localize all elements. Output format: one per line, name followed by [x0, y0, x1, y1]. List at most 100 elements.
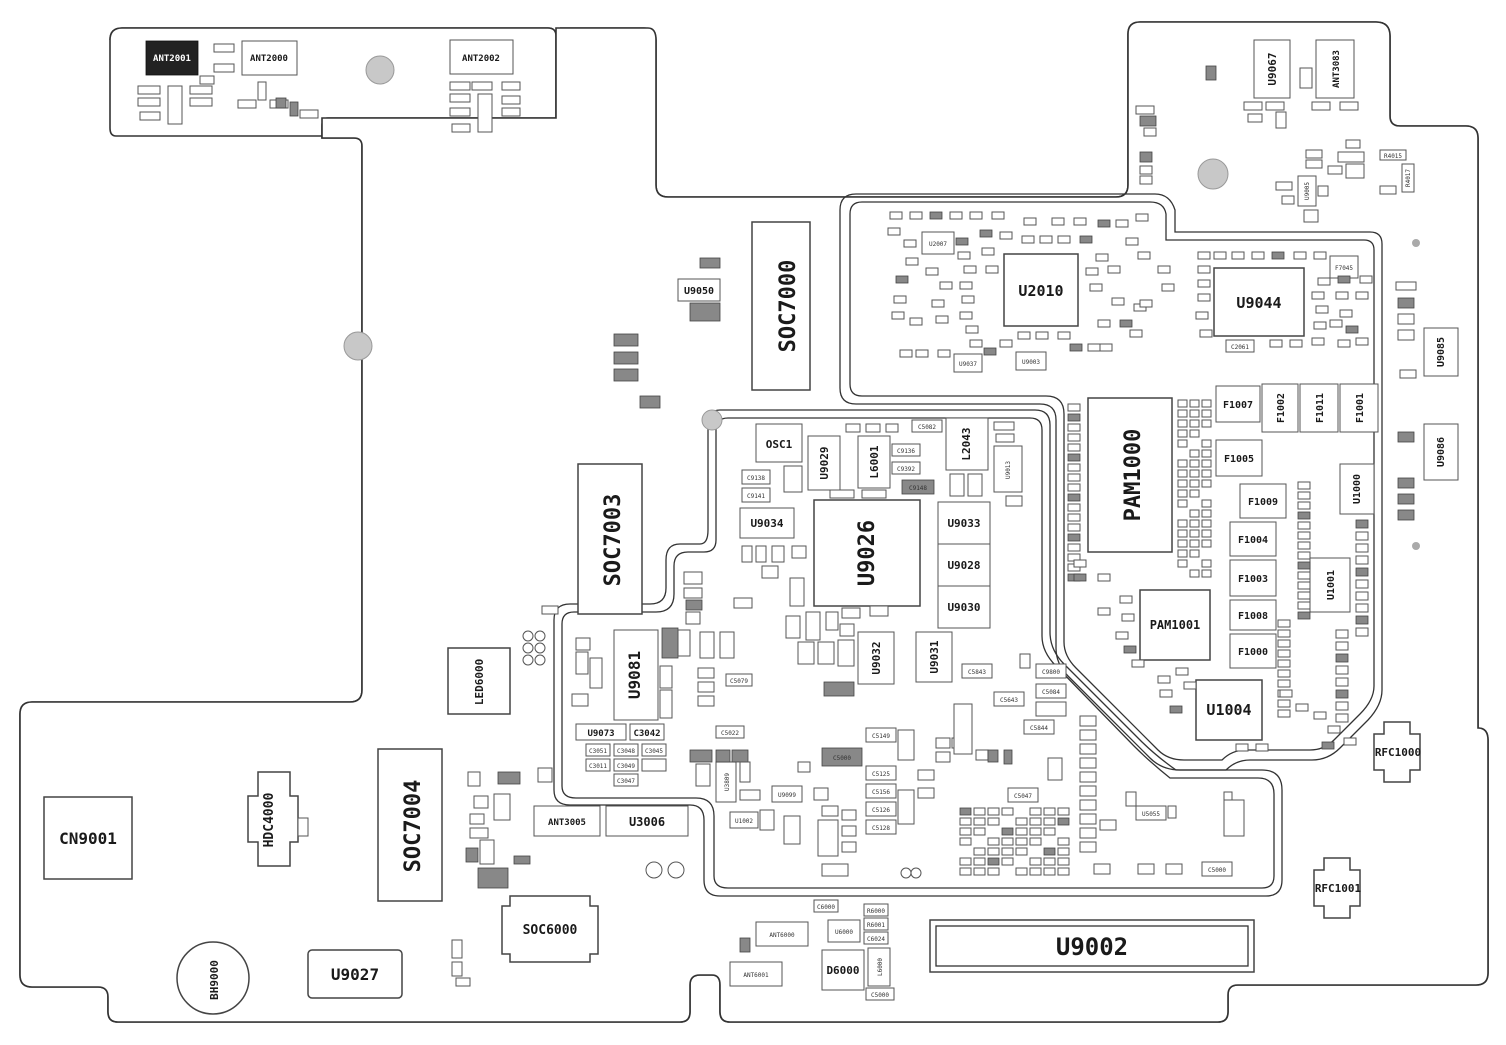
passive-component: [1201, 439, 1212, 448]
svg-text:C3011: C3011: [589, 763, 607, 770]
c5844-part: [1023, 719, 1055, 735]
u9034-label: U9034: [750, 517, 783, 530]
f1002-part: [1261, 383, 1299, 433]
u9003-chip: [1015, 351, 1047, 371]
passive-component: [1177, 459, 1188, 468]
ant3005-block: [533, 805, 601, 837]
passive-component: [1085, 267, 1099, 276]
c5047-part: [1007, 787, 1039, 803]
passive-component: [1099, 343, 1113, 352]
u5055-label: U5055: [1142, 811, 1160, 818]
passive-component: [1067, 503, 1081, 512]
passive-component: [1355, 531, 1369, 541]
passive-component: [1337, 275, 1351, 284]
passive-component: [1073, 559, 1087, 568]
c6024-part: [863, 931, 889, 945]
passive-component: [1359, 275, 1373, 284]
marker-dot: [1412, 542, 1420, 550]
u9029-chip: [807, 435, 841, 491]
u9050-label: U9050: [684, 286, 714, 297]
u9002-inner: [935, 925, 1249, 967]
u9026-chip: [813, 499, 921, 607]
passive-component: [1097, 219, 1111, 228]
c5643b-part: [1035, 701, 1067, 717]
small-part: [451, 961, 463, 977]
passive-component: [1201, 529, 1212, 538]
svg-text:C3048: C3048: [617, 748, 635, 755]
u9081-chip: [613, 629, 659, 721]
l2043-part: [945, 417, 989, 471]
f7045-label: F7045: [1335, 265, 1353, 272]
passive-component: [1197, 279, 1211, 288]
passive-component: [1189, 399, 1200, 408]
marker-dot: [1412, 239, 1420, 247]
c30xx-grid: C3051 C3048 C3045 C3011 C3049 C3047: [585, 743, 667, 787]
passive-component: [959, 281, 973, 290]
passive-component: [1297, 601, 1311, 610]
passive-component: [891, 311, 905, 320]
ant6001-block: [729, 961, 783, 987]
dark-part: [699, 257, 721, 269]
passive-component: [1317, 277, 1331, 286]
l2043-label: L2043: [960, 427, 973, 460]
f1001-label: F1001: [1355, 393, 1366, 423]
passive-component: [1251, 251, 1265, 260]
u9028-chip: [937, 543, 991, 587]
passive-component: [1057, 807, 1070, 816]
cn9001-label: CN9001: [59, 829, 117, 848]
dark-part: [689, 302, 721, 322]
c5128-label: C5128: [872, 825, 890, 832]
passive-component: [1297, 521, 1311, 530]
passive-component: [1335, 653, 1349, 663]
passive-component: [1329, 319, 1343, 328]
u9035-chip: [477, 93, 493, 133]
ant6001-label: ANT6001: [743, 972, 769, 979]
passive-component: [1335, 677, 1349, 687]
c5079-label: C5079: [730, 678, 748, 685]
passive-component: [1313, 321, 1327, 330]
l6001-part: [857, 435, 891, 489]
passive-component: [1177, 419, 1188, 428]
passive-component: [1355, 543, 1369, 553]
u2007-chip: [921, 231, 955, 255]
passive-component: [1057, 867, 1070, 876]
passive-component: [1277, 629, 1291, 638]
ant2001-label: ANT2001: [153, 54, 191, 64]
passive-component: [1177, 549, 1188, 558]
u9081-label: U9081: [625, 651, 644, 699]
u9011-chip: [817, 819, 839, 857]
c9148-label: C9148: [909, 485, 927, 492]
dark-part: [639, 395, 661, 409]
passive-component: [963, 265, 977, 274]
u6000-label: U6000: [835, 929, 853, 936]
passive-component: [1157, 265, 1171, 274]
passive-component: [1029, 827, 1042, 836]
passive-component: [1043, 817, 1056, 826]
passive-component: [1029, 807, 1042, 816]
passive-component: [1297, 561, 1311, 570]
f1008-label: F1008: [1238, 611, 1268, 622]
pam1001-label: PAM1001: [1150, 618, 1201, 632]
c3042-label: C3042: [633, 729, 660, 739]
u9031-label: U9031: [928, 640, 941, 673]
passive-component: [1135, 213, 1149, 222]
passive-component: [1289, 339, 1303, 348]
passive-component: [1017, 331, 1031, 340]
passive-component: [1087, 343, 1101, 352]
mount-hole: [701, 409, 723, 431]
f1002-label: F1002: [1276, 393, 1287, 423]
passive-component: [1277, 619, 1291, 628]
passive-component: [1355, 291, 1369, 300]
c5000b-label: C5000: [1208, 867, 1226, 874]
dark-part: [613, 333, 639, 347]
ant3005-label: ANT3005: [548, 818, 586, 828]
passive-component: [1129, 329, 1143, 338]
svg-text:C3051: C3051: [589, 748, 607, 755]
c5000c-part: [865, 987, 895, 1001]
l6001-label: L6001: [868, 445, 881, 478]
passive-component: [1277, 679, 1291, 688]
passive-component: [1335, 689, 1349, 699]
passive-component: [1177, 499, 1188, 508]
passive-component: [983, 347, 997, 356]
passive-component: [1097, 319, 1111, 328]
